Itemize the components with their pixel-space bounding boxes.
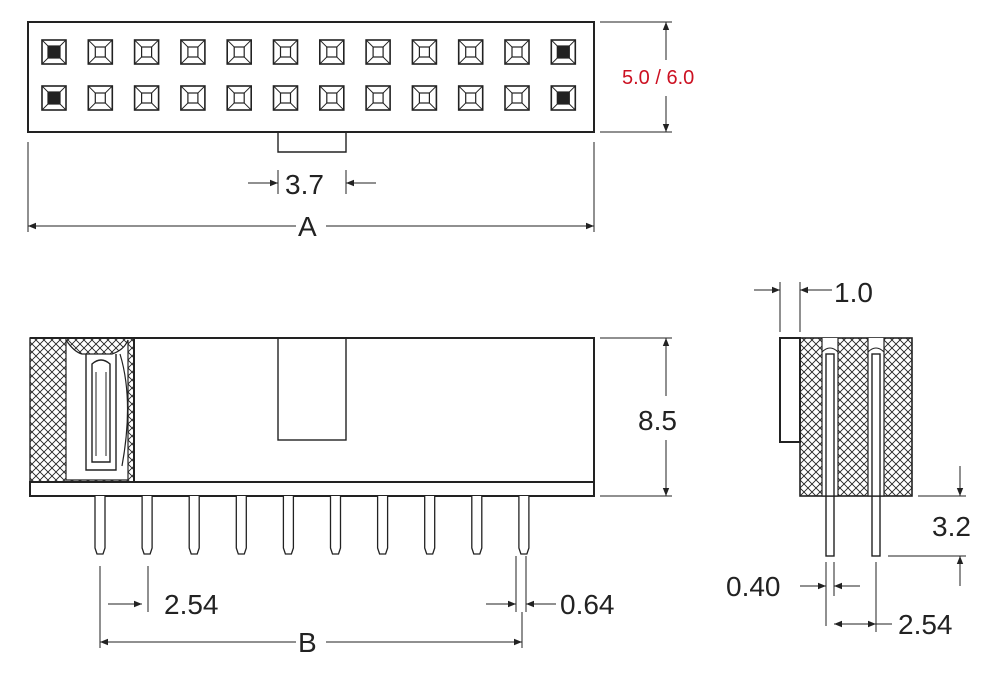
- top-pin-hole: [187, 92, 199, 104]
- key-width-label: 3.7: [285, 169, 324, 200]
- side-contact-right: [871, 353, 881, 557]
- top-pin-hole: [279, 92, 292, 104]
- top-pin-bevel: [458, 39, 484, 65]
- top-pin-bevel: [412, 39, 437, 65]
- top-pin-hole: [372, 46, 384, 58]
- top-pin-filled: [556, 91, 570, 105]
- front-pin: [424, 496, 436, 555]
- top-pin-bevel: [319, 85, 345, 111]
- side-wall: [779, 337, 801, 443]
- front-key-window: [277, 337, 347, 441]
- wall-label: 1.0: [834, 277, 873, 308]
- top-pin-hole: [94, 46, 106, 58]
- top-pin-hole: [326, 92, 338, 104]
- top-pin-hole: [233, 46, 245, 58]
- pitch-front-label: 2.54: [164, 589, 219, 620]
- top-pin-hole: [465, 92, 477, 104]
- top-pin-hole: [511, 46, 523, 58]
- top-pin-hole: [94, 92, 106, 104]
- top-pin-bevel: [550, 85, 576, 111]
- front-pin: [94, 496, 106, 555]
- top-pin-bevel: [226, 85, 252, 111]
- top-pin-bevel: [134, 85, 159, 111]
- front-pin: [329, 496, 342, 555]
- tail-label: 3.2: [932, 511, 971, 542]
- front-pin: [235, 496, 247, 555]
- top-pin-bevel: [41, 39, 67, 65]
- top-pin-hole: [279, 46, 292, 58]
- top-view: 3.7 A 5.0 / 6.0: [27, 21, 694, 242]
- pin-side-label: 0.40: [726, 571, 781, 602]
- front-pin: [376, 496, 389, 555]
- length-b-label: B: [298, 627, 317, 658]
- top-pin-hole: [511, 92, 523, 104]
- front-pin: [282, 496, 295, 555]
- front-view: 8.5 2.54 0.64 B: [29, 337, 677, 658]
- top-pin-bevel: [87, 39, 113, 65]
- front-body: [133, 337, 595, 483]
- top-pin-filled: [556, 45, 570, 59]
- front-pin: [518, 496, 530, 555]
- top-pin-bevel: [550, 39, 576, 65]
- top-pin-hole: [141, 46, 153, 58]
- top-pin-bevel: [504, 85, 530, 111]
- top-pin-bevel: [180, 85, 206, 111]
- top-pin-hole: [233, 92, 245, 104]
- top-pin-bevel: [180, 39, 206, 65]
- front-pin: [188, 496, 200, 555]
- top-pin-hole: [418, 92, 430, 104]
- front-pin: [471, 496, 483, 555]
- top-pin-hole: [465, 46, 477, 58]
- front-base-strip: [29, 481, 595, 497]
- top-pin-hole: [418, 46, 430, 58]
- length-a-label: A: [298, 211, 317, 242]
- side-hatch-body: [799, 337, 913, 497]
- top-pin-bevel: [504, 39, 530, 65]
- top-pin-bevel: [41, 85, 67, 111]
- pin-width-label: 0.64: [560, 589, 615, 620]
- top-pin-bevel: [365, 85, 391, 111]
- top-pin-bevel: [458, 85, 484, 111]
- front-pin: [141, 496, 153, 555]
- side-view: 1.0 3.2 0.40 2.54: [726, 277, 971, 640]
- body-height-label: 8.5: [638, 405, 677, 436]
- top-pin-filled: [47, 91, 61, 105]
- top-pin-bevel: [319, 39, 345, 65]
- pitch-side-label: 2.54: [898, 609, 953, 640]
- top-pin-bevel: [226, 39, 252, 65]
- top-pin-bevel: [273, 39, 298, 65]
- front-pin-row: [94, 496, 530, 555]
- top-pin-bevel: [134, 39, 159, 65]
- top-body-outline: [27, 21, 595, 133]
- top-pin-hole: [326, 46, 338, 58]
- top-pin-bevel: [412, 85, 437, 111]
- top-pin-hole: [372, 92, 384, 104]
- top-pin-bevel: [273, 85, 298, 111]
- top-pin-hole: [141, 92, 153, 104]
- top-pin-hole: [187, 46, 199, 58]
- top-pin-bevel: [87, 85, 113, 111]
- height-top-label: 5.0 / 6.0: [622, 67, 694, 89]
- top-pin-grid: [41, 39, 577, 111]
- polarization-key: [277, 132, 347, 153]
- top-pin-bevel: [365, 39, 391, 65]
- side-contact-left: [825, 353, 835, 557]
- top-pin-filled: [47, 45, 61, 59]
